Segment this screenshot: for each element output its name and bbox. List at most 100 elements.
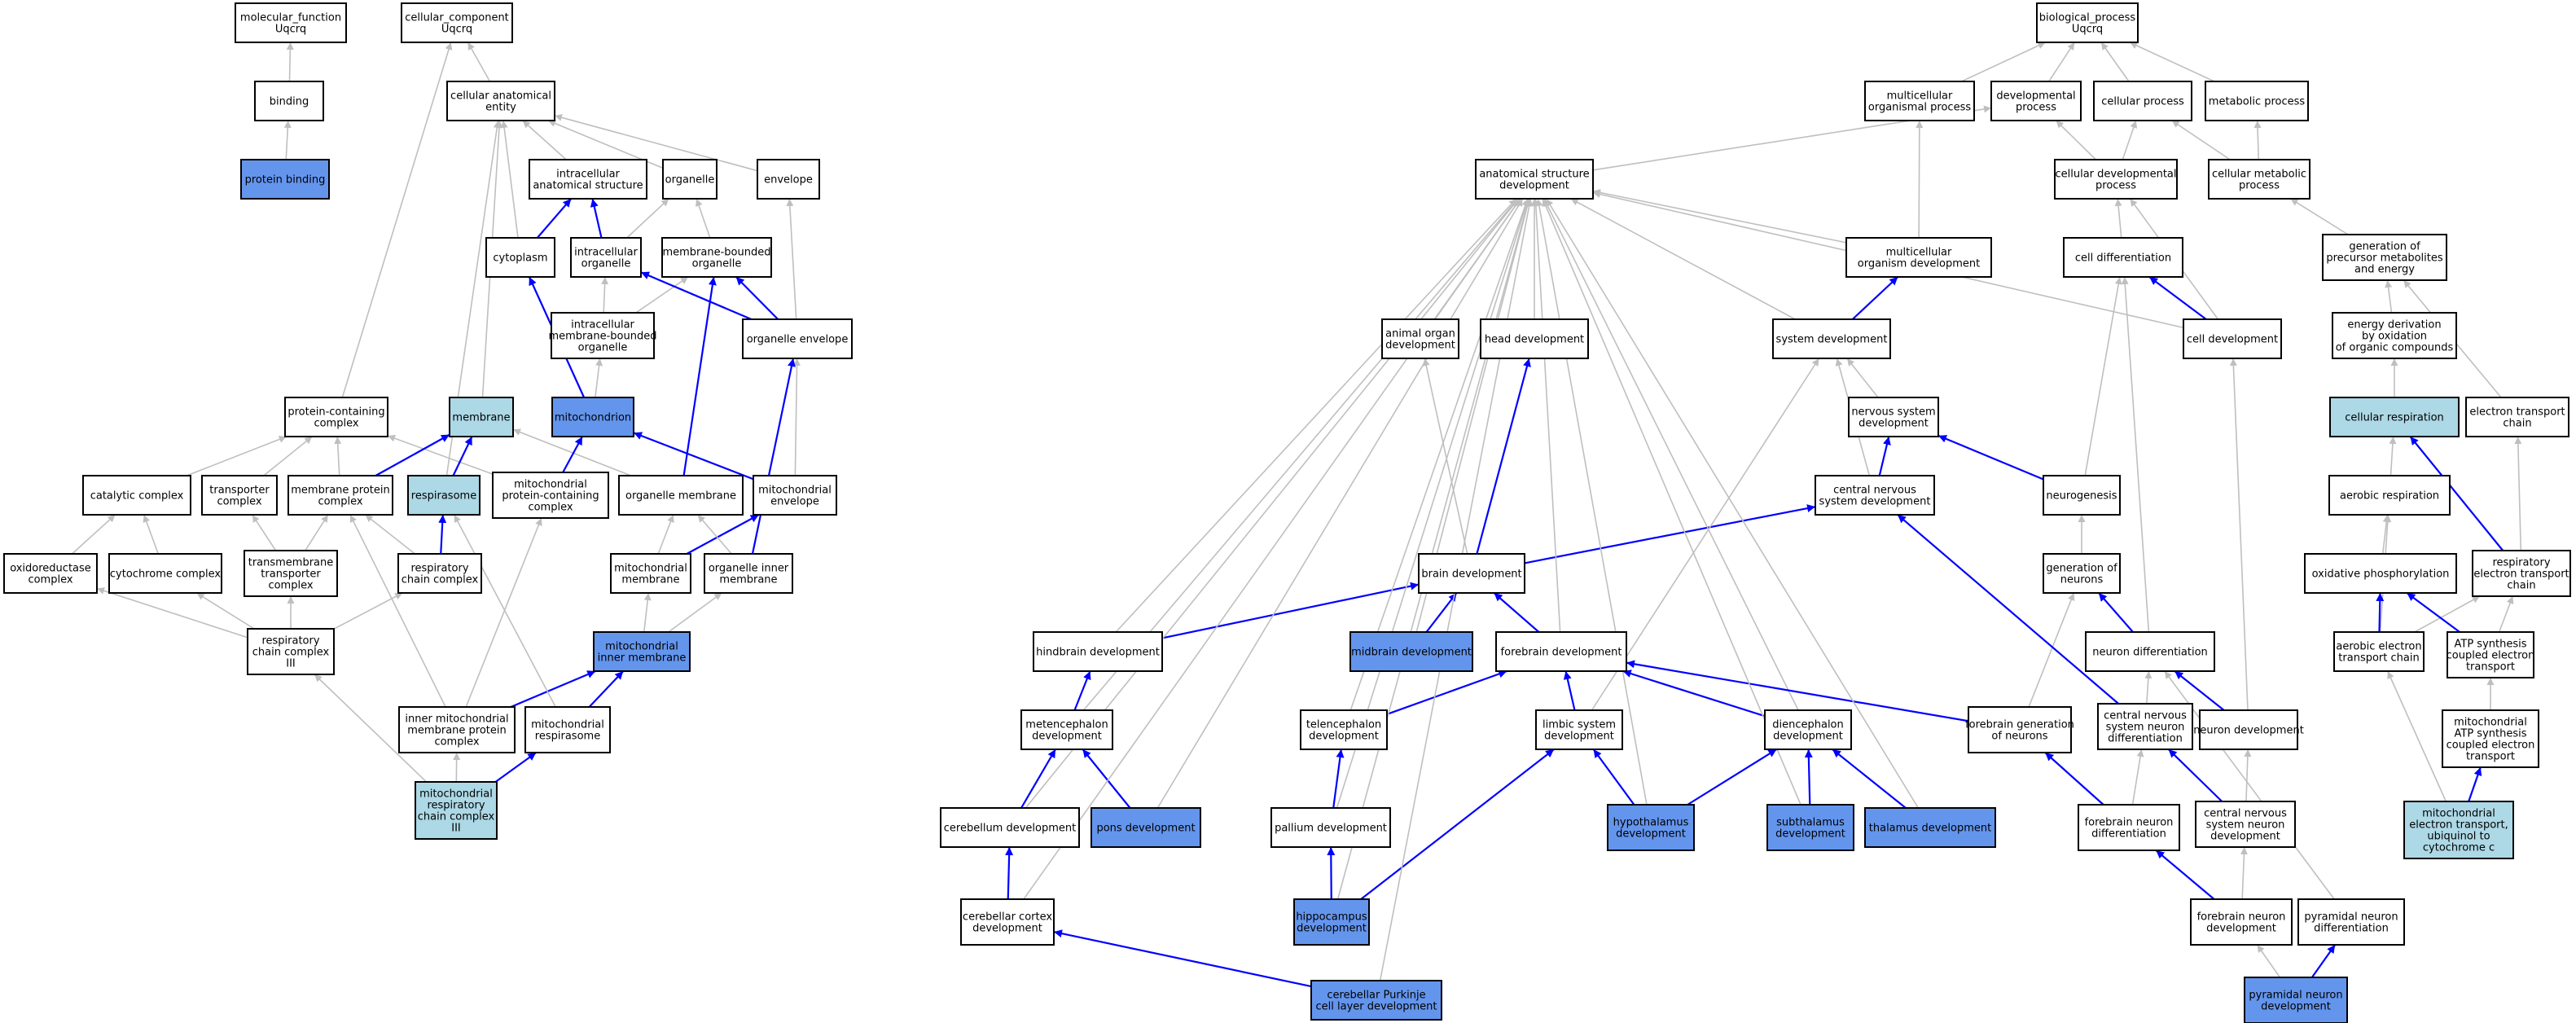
node-label-line: chain — [2507, 580, 2535, 592]
node-organelle-envelope[interactable]: organelle envelope — [742, 318, 853, 359]
node-cytoplasm[interactable]: cytoplasm — [485, 237, 555, 278]
edge-subthalamus-development-to-diencephalon-development — [1804, 749, 1813, 806]
node-cell-development[interactable]: cell development — [2183, 318, 2282, 359]
node-thalamus-development[interactable]: thalamus development — [1864, 807, 1996, 848]
node-oxidative-phosphorylation[interactable]: oxidative phosphorylation — [2304, 553, 2457, 594]
node-midbrain-development[interactable]: midbrain development — [1349, 631, 1473, 672]
node-cellular-respiration[interactable]: cellular respiration — [2329, 397, 2460, 437]
node-neuron-development[interactable]: neuron development — [2193, 709, 2304, 750]
node-neurogenesis[interactable]: neurogenesis — [2043, 475, 2121, 516]
node-cerebellum-development[interactable]: cerebellum development — [940, 807, 1080, 848]
node-metabolic-process[interactable]: metabolic process — [2205, 81, 2309, 121]
node-label-line: electron transport — [2473, 569, 2569, 581]
node-binding[interactable]: binding — [254, 81, 324, 121]
node-envelope[interactable]: envelope — [757, 159, 820, 200]
node-head-development[interactable]: head development — [1480, 318, 1589, 359]
node-aerobic-respiration[interactable]: aerobic respiration — [2328, 475, 2451, 516]
edge-cytochrome-complex-to-catalytic-complex — [143, 514, 160, 555]
node-cell-differentiation[interactable]: cell differentiation — [2063, 237, 2183, 278]
node-cellular-process[interactable]: cellular process — [2093, 81, 2192, 121]
node-brain-development[interactable]: brain development — [1418, 553, 1525, 594]
node-organelle-membrane[interactable]: organelle membrane — [618, 475, 744, 516]
edge-respiratory-electron-transport-chain-to-electron-transport-chain — [2514, 436, 2522, 551]
node-organelle[interactable]: organelle — [662, 159, 718, 200]
edge-hindbrain-development-to-anatomical-structure-development — [1115, 198, 1517, 633]
node-label-line: central nervous — [2204, 808, 2287, 820]
node-cytochrome-complex[interactable]: cytochrome complex — [108, 553, 222, 594]
edge-subthalamus-development-to-anatomical-structure-development — [1542, 198, 1801, 806]
node-respirasome[interactable]: respirasome — [407, 475, 481, 516]
node-neuron-differentiation[interactable]: neuron differentiation — [2085, 631, 2215, 672]
node-pallium-development[interactable]: pallium development — [1270, 807, 1391, 848]
node-box — [449, 397, 514, 437]
node-forebrain-development[interactable]: forebrain development — [1495, 631, 1627, 672]
node-pons-development[interactable]: pons development — [1091, 807, 1201, 848]
node-system-development[interactable]: system development — [1772, 318, 1891, 359]
node-membrane[interactable]: membrane — [449, 397, 514, 437]
node-box — [2097, 703, 2193, 750]
node-protein-binding[interactable]: protein binding — [240, 159, 330, 200]
node-mitochondrion[interactable]: mitochondrion — [551, 397, 634, 437]
node-hindbrain-development[interactable]: hindbrain development — [1033, 631, 1163, 672]
node-catalytic-complex[interactable]: catalytic complex — [82, 475, 191, 516]
node-label-line: membrane-bounded — [548, 331, 656, 343]
